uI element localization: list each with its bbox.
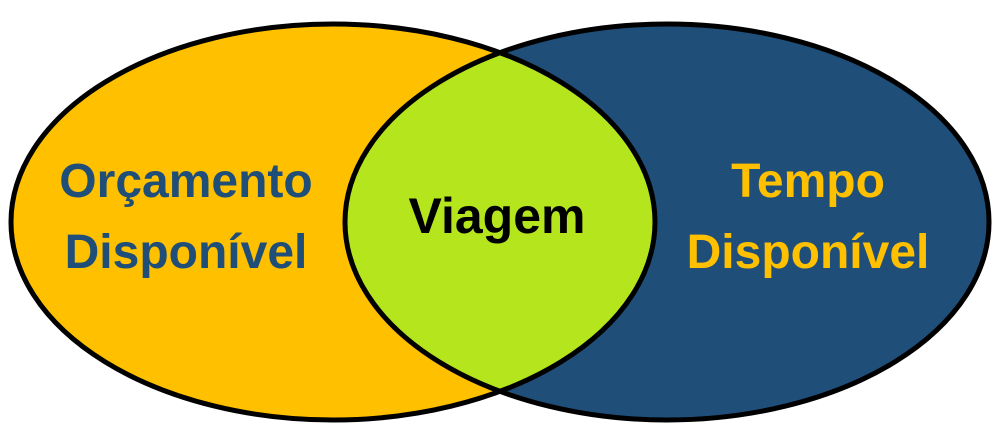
right-label-line2: Disponível [687, 226, 930, 279]
left-label-line2: Disponível [65, 226, 308, 279]
intersection-label: Viagem [409, 188, 586, 244]
left-label-line1: Orçamento [59, 155, 312, 208]
right-ellipse-outline [342, 21, 992, 423]
intersection-region [345, 24, 655, 420]
left-ellipse-outline [8, 21, 658, 423]
right-label-line1: Tempo [731, 155, 885, 208]
